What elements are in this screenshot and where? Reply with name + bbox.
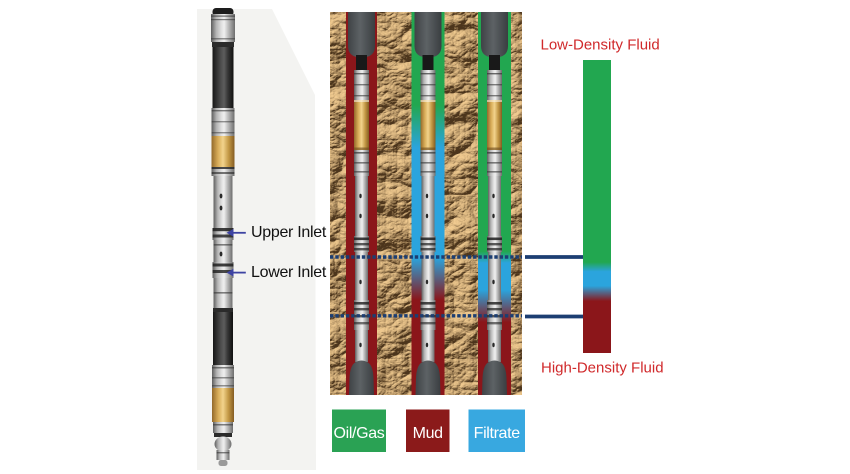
svg-text:High-Density Fluid: High-Density Fluid — [541, 360, 664, 377]
svg-text:Lower Inlet: Lower Inlet — [251, 264, 327, 281]
svg-text:Oil/Gas: Oil/Gas — [334, 425, 385, 442]
svg-text:Upper Inlet: Upper Inlet — [251, 224, 327, 241]
svg-text:Low-Density Fluid: Low-Density Fluid — [541, 37, 660, 54]
svg-text:Filtrate: Filtrate — [474, 425, 521, 442]
svg-text:Mud: Mud — [413, 425, 443, 442]
